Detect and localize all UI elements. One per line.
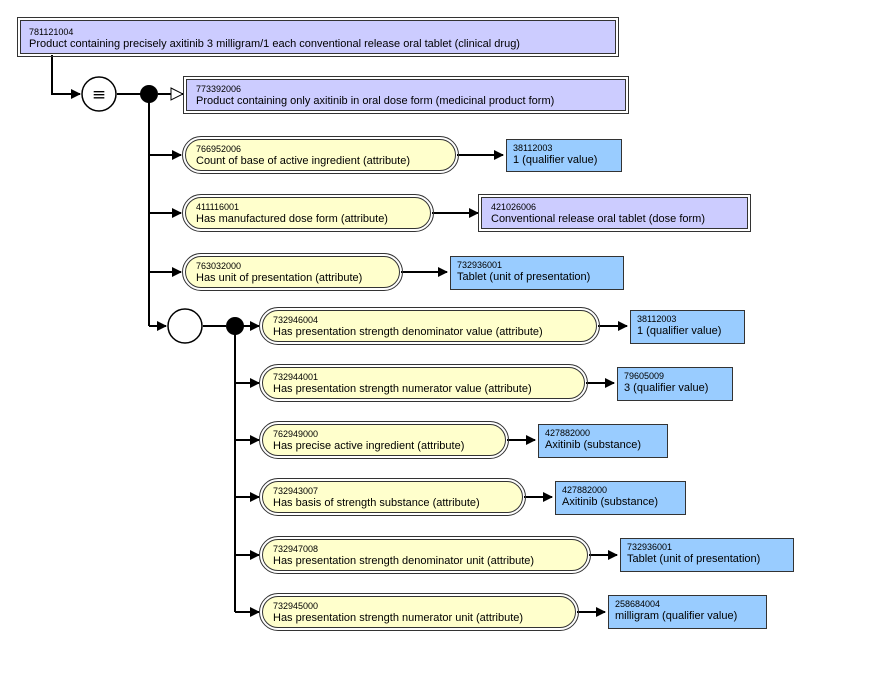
- attribute-label: Has presentation strength denominator un…: [273, 555, 535, 567]
- group-conjunction-dot: [226, 317, 244, 335]
- value-node[interactable]: 732936001 Tablet (unit of presentation): [450, 256, 624, 290]
- attribute-label: Has unit of presentation (attribute): [196, 272, 363, 284]
- value-id: 38112003: [637, 314, 677, 324]
- group-value-node[interactable]: 258684004 milligram (qualifier value): [608, 595, 767, 629]
- attribute-id: 732944001: [273, 372, 319, 382]
- value-label: 3 (qualifier value): [624, 382, 709, 394]
- attribute-id: 732947008: [273, 544, 319, 554]
- attribute-label: Has basis of strength substance (attribu…: [273, 497, 480, 509]
- attribute-node[interactable]: 763032000 Has unit of presentation (attr…: [182, 253, 403, 291]
- attribute-label: Has manufactured dose form (attribute): [196, 213, 388, 225]
- attribute-label: Has precise active ingredient (attribute…: [273, 440, 465, 452]
- group-value-node[interactable]: 732936001 Tablet (unit of presentation): [620, 538, 794, 572]
- value-id: 427882000: [562, 485, 608, 495]
- attribute-id: 732946004: [273, 315, 319, 325]
- attribute-id: 411116001: [196, 202, 240, 212]
- value-label: Axitinib (substance): [562, 496, 658, 508]
- group-attribute-node[interactable]: 762949000 Has precise active ingredient …: [259, 421, 509, 459]
- focus-concept-id: 781121004: [29, 27, 74, 37]
- parent-concept-id: 773392006: [196, 84, 242, 94]
- attribute-label: Has presentation strength numerator unit…: [273, 612, 524, 624]
- value-node[interactable]: 38112003 1 (qualifier value): [506, 139, 622, 172]
- group-value-node[interactable]: 427882000 Axitinib (substance): [555, 481, 686, 515]
- attribute-id: 763032000: [196, 261, 242, 271]
- parent-concept-label: Product containing only axitinib in oral…: [196, 95, 555, 107]
- focus-concept-label: Product containing precisely axitinib 3 …: [29, 38, 520, 50]
- value-id: 427882000: [545, 428, 591, 438]
- group-value-node[interactable]: 38112003 1 (qualifier value): [630, 310, 745, 344]
- group-value-node[interactable]: 79605009 3 (qualifier value): [617, 367, 733, 401]
- group-attribute-node[interactable]: 732947008 Has presentation strength deno…: [259, 536, 591, 574]
- group-attribute-node[interactable]: 732945000 Has presentation strength nume…: [259, 593, 579, 631]
- group-attribute-node[interactable]: 732946004 Has presentation strength deno…: [259, 307, 600, 345]
- value-id: 421026006: [491, 202, 537, 212]
- value-label: Conventional release oral tablet (dose f…: [491, 213, 706, 225]
- focus-concept[interactable]: 781121004 Product containing precisely a…: [17, 17, 619, 57]
- attribute-node[interactable]: 766952006 Count of base of active ingred…: [182, 136, 459, 174]
- attribute-label: Has presentation strength denominator va…: [273, 326, 543, 338]
- value-label: Tablet (unit of presentation): [627, 553, 761, 565]
- value-label: 1 (qualifier value): [637, 325, 722, 337]
- attribute-id: 766952006: [196, 144, 242, 154]
- value-label: 1 (qualifier value): [513, 154, 598, 166]
- parent-concept[interactable]: 773392006 Product containing only axitin…: [183, 76, 629, 114]
- value-id: 38112003: [513, 143, 553, 153]
- value-label: Tablet (unit of presentation): [457, 271, 591, 283]
- attribute-id: 762949000: [273, 429, 319, 439]
- group-attribute-node[interactable]: 732944001 Has presentation strength nume…: [259, 364, 588, 402]
- value-node[interactable]: 421026006 Conventional release oral tabl…: [478, 194, 751, 232]
- value-id: 79605009: [624, 371, 665, 381]
- value-id: 258684004: [615, 599, 661, 609]
- value-id: 732936001: [457, 260, 503, 270]
- focus-to-definition-line: [51, 55, 81, 99]
- value-label: milligram (qualifier value): [615, 610, 738, 622]
- group-attribute-node[interactable]: 732943007 Has basis of strength substanc…: [259, 478, 526, 516]
- attribute-label: Count of base of active ingredient (attr…: [196, 155, 411, 167]
- definition-status-symbol: ≡: [92, 85, 106, 105]
- group-value-node[interactable]: 427882000 Axitinib (substance): [538, 424, 668, 458]
- value-id: 732936001: [627, 542, 673, 552]
- attribute-node[interactable]: 411116001 Has manufactured dose form (at…: [182, 194, 434, 232]
- value-label: Axitinib (substance): [545, 439, 641, 451]
- attribute-id: 732943007: [273, 486, 319, 496]
- definition-status-circle: [81, 76, 117, 112]
- attribute-group-circle: [167, 308, 203, 344]
- attribute-label: Has presentation strength numerator valu…: [273, 383, 532, 395]
- attribute-id: 732945000: [273, 601, 319, 611]
- conjunction-dot: [140, 85, 158, 103]
